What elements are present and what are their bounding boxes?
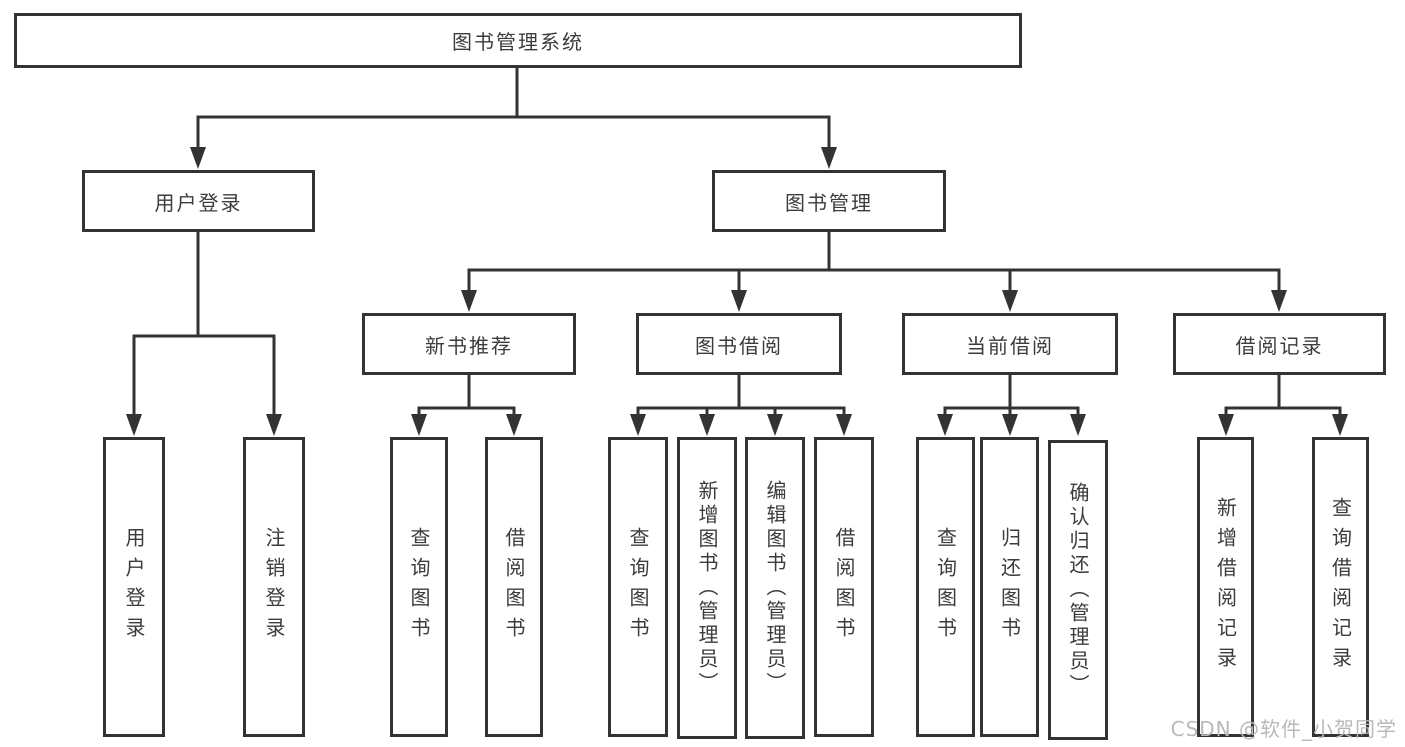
node-root-system: 图书管理系统 [14, 13, 1022, 68]
leaf-query-books-recommend: 查询图书 [390, 437, 448, 737]
node-new-book-recommend: 新书推荐 [362, 313, 576, 375]
leaf-label: 借阅图书 [502, 527, 526, 647]
leaf-add-books-admin: 新增图书（管理员） [677, 437, 737, 739]
leaf-label: 查询借阅记录 [1328, 497, 1353, 677]
leaf-user-login: 用户登录 [103, 437, 165, 737]
leaf-label: 查询图书 [626, 527, 650, 647]
leaf-borrow-books: 借阅图书 [814, 437, 874, 737]
leaf-label: 借阅图书 [832, 527, 856, 647]
leaf-label: 编辑图书（管理员） [763, 480, 787, 696]
leaf-label: 归还图书 [997, 527, 1022, 647]
leaf-label: 确认归还（管理员） [1066, 482, 1090, 698]
leaf-query-books-current: 查询图书 [916, 437, 975, 737]
leaf-label: 新增借阅记录 [1213, 497, 1238, 677]
leaf-logout: 注销登录 [243, 437, 305, 737]
connector-new-book [417, 375, 516, 418]
connector-new-book-arrowheads [411, 414, 522, 436]
leaf-label: 新增图书（管理员） [695, 480, 719, 696]
connector-user-login [132, 232, 276, 417]
node-book-borrow: 图书借阅 [636, 313, 842, 375]
leaf-edit-books-admin: 编辑图书（管理员） [745, 437, 805, 739]
connector-book-mgmt-arrowheads [461, 290, 1287, 312]
leaf-label: 注销登录 [262, 527, 286, 647]
leaf-query-books-borrow: 查询图书 [608, 437, 668, 737]
leaf-borrow-books-recommend: 借阅图书 [485, 437, 543, 737]
csdn-watermark: CSDN @软件_小贺同学 [1170, 717, 1397, 741]
leaf-label: 查询图书 [933, 527, 958, 647]
connector-current-borrow [943, 375, 1080, 418]
leaf-add-borrow-record: 新增借阅记录 [1197, 437, 1254, 737]
connector-user-login-arrowheads [126, 414, 282, 436]
leaf-confirm-return-admin: 确认归还（管理员） [1048, 440, 1108, 740]
leaf-label: 用户登录 [122, 527, 146, 647]
node-current-borrow: 当前借阅 [902, 313, 1118, 375]
leaf-label: 查询图书 [407, 527, 431, 647]
leaf-return-books: 归还图书 [980, 437, 1039, 737]
node-user-login: 用户登录 [82, 170, 315, 232]
connector-root-arrowheads [190, 147, 837, 169]
connector-current-borrow-arrowheads [937, 414, 1086, 436]
connector-book-borrow-arrowheads [630, 414, 852, 436]
leaf-query-borrow-record: 查询借阅记录 [1312, 437, 1369, 737]
connector-root [196, 68, 831, 150]
node-borrow-records: 借阅记录 [1173, 313, 1386, 375]
connector-book-borrow [636, 375, 846, 418]
node-book-management: 图书管理 [712, 170, 946, 232]
connector-borrow-records [1224, 375, 1342, 418]
connector-book-mgmt [467, 232, 1281, 294]
connector-borrow-records-arrowheads [1218, 414, 1348, 436]
